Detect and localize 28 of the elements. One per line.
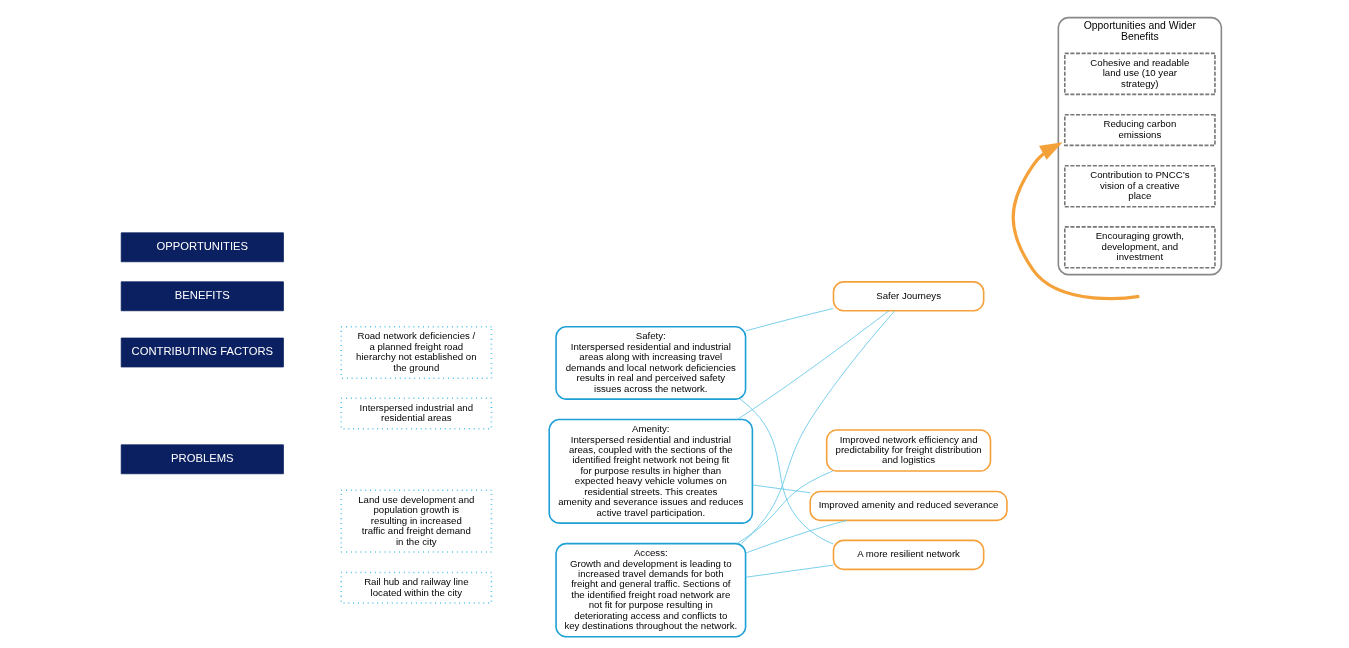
node-box: Rail hub and railway line located within the city: [340, 571, 493, 604]
node-box: Improved network efficiency and predictability for freight distribution and logistics: [825, 429, 992, 472]
connector: [745, 519, 848, 554]
node-box: Land use development and population growth is resulting in increased traffic and freight demand in the city: [340, 489, 493, 553]
node-box: Encouraging growth, development, and investment: [1063, 226, 1216, 269]
connector: [736, 310, 890, 420]
node-box: Interspersed industrial and residential areas: [340, 397, 493, 430]
node-box: A more resilient network: [832, 539, 985, 571]
node-box: Amenity: Interspersed residential and industrial areas, coupled with the sections of the identified freight network not being fit for purpose results in higher than expected heavy vehicle volumes on residential streets. This creates amenity and severance issues and reduces active travel participation.: [548, 418, 754, 524]
arrow: [1011, 142, 1140, 301]
connector: [739, 398, 834, 545]
label: CONTRIBUTING FACTORS: [131, 345, 274, 358]
node-box: Safety: Interspersed residential and industrial areas along with increasing travel demands and local network deficiencies results in real and perceived safety issues across the network.: [555, 326, 747, 400]
connector: [752, 484, 811, 494]
node-box: Contribution to PNCC’s vision of a creative place: [1063, 165, 1216, 208]
node-box: Reducing carbon emissions: [1063, 114, 1216, 147]
node-box: Access: Growth and development is leading to increased travel demands for both freight and general traffic. Sections of the identified freight road network are not fit for purpose resulting in deteriorating access and conflicts to key destinations throughout the network.: [555, 542, 747, 638]
connector: [745, 308, 834, 332]
label: PROBLEMS: [171, 452, 234, 465]
connector: [736, 470, 833, 544]
node-box: Road network deficiencies / a planned freight road hierarchy not established on the ground: [340, 326, 493, 379]
node-box: Cohesive and readable land use (10 year strategy): [1063, 52, 1216, 96]
connector: [740, 310, 896, 544]
label: BENEFITS: [174, 289, 230, 302]
node-box: Safer Journeys: [832, 281, 985, 312]
label: OPPORTUNITIES: [156, 240, 249, 253]
node-box: Improved amenity and reduced severance: [809, 490, 1008, 522]
connector: [745, 564, 834, 578]
